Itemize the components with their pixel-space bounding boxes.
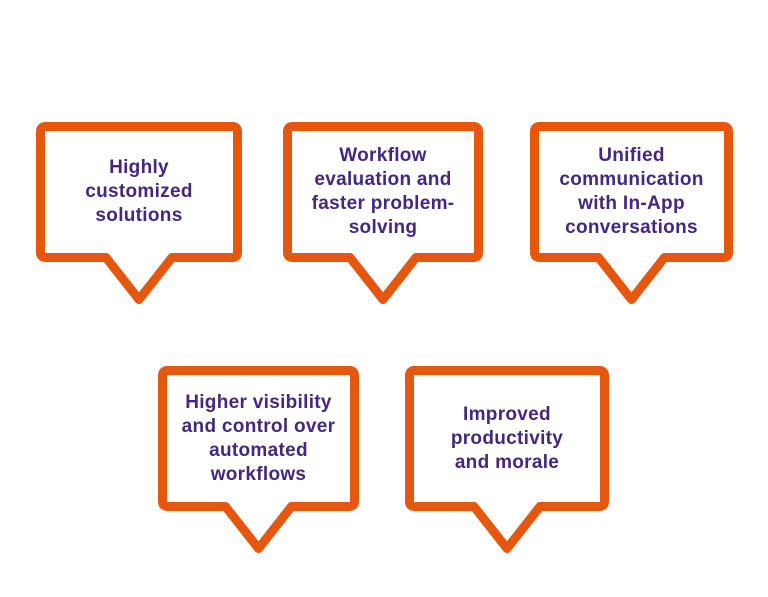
- speech-bubble-outline-icon: [283, 122, 483, 304]
- speech-bubble-outline-icon: [530, 122, 733, 304]
- bubble-label: Highly customized solutions: [85, 157, 193, 226]
- benefit-bubble-unified-communication: Unified communication with In-App conver…: [530, 122, 733, 306]
- benefit-bubble-highly-customized: Highly customized solutions: [36, 122, 242, 306]
- speech-bubble-outline-icon: [158, 366, 359, 553]
- speech-bubble-outline-icon: [405, 366, 609, 553]
- bubble-label: Workflow evaluation and faster problem- …: [311, 145, 455, 238]
- bubble-label: Higher visibility and control over autom…: [181, 391, 336, 485]
- bubble-label: Unified communication with In-App conver…: [559, 145, 704, 238]
- bubble-label: Improved productivity and morale: [450, 403, 564, 473]
- benefit-bubble-higher-visibility: Higher visibility and control over autom…: [158, 366, 359, 555]
- speech-bubble-outline-icon: [36, 122, 242, 304]
- benefit-bubble-improved-productivity: Improved productivity and morale: [405, 366, 609, 555]
- benefit-bubble-workflow-evaluation: Workflow evaluation and faster problem- …: [283, 122, 483, 306]
